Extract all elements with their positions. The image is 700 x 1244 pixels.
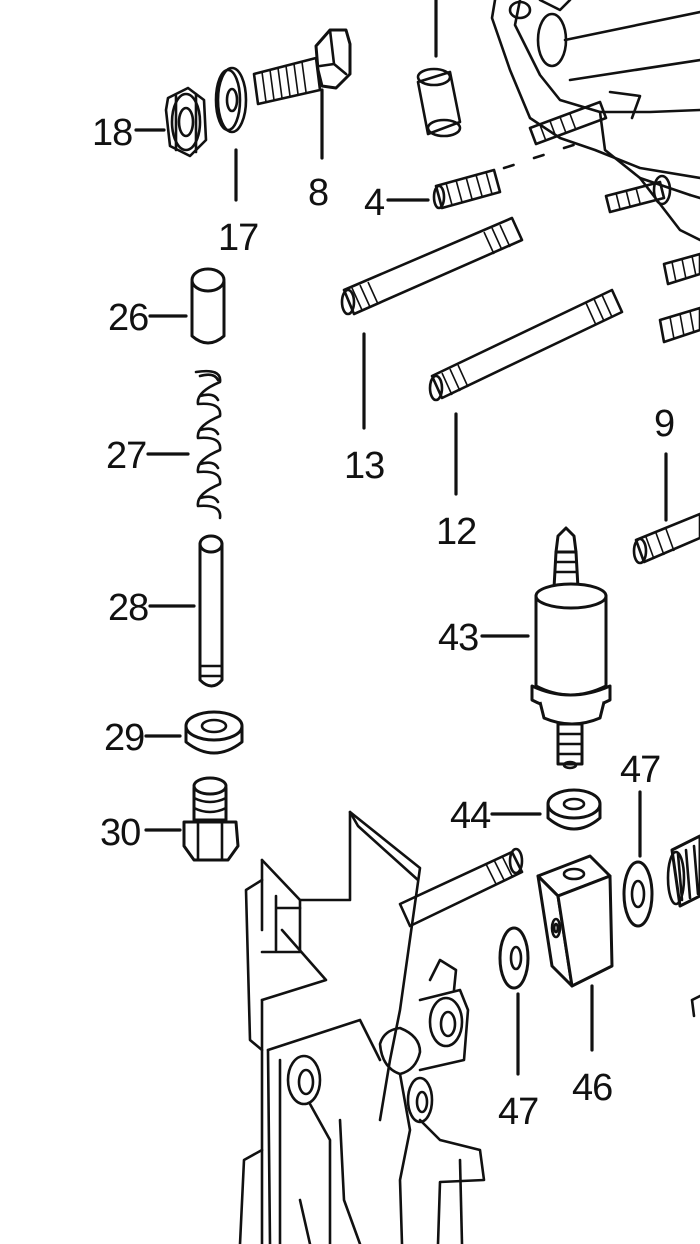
- bracket-stud: [528, 100, 608, 146]
- part-26-cap: [190, 267, 226, 345]
- part-4-stud: [432, 141, 582, 210]
- part-47-washer-lower: [498, 926, 530, 990]
- label-17: 17: [218, 217, 258, 259]
- part-47-washer-right: [622, 860, 654, 928]
- part-29-seal-ring: [184, 710, 244, 755]
- upper-bracket: [490, 0, 700, 344]
- edge-fragment: [690, 994, 700, 1018]
- label-29: 29: [104, 717, 144, 759]
- part-28-pin: [198, 534, 224, 688]
- label-43: 43: [438, 617, 478, 659]
- lower-housing: [238, 810, 486, 1244]
- housing-long-bolt: [398, 847, 524, 928]
- label-44: 44: [450, 795, 491, 837]
- label-28: 28: [108, 587, 148, 629]
- part-27-spring: [194, 369, 222, 520]
- part-44-washer: [546, 788, 602, 831]
- label-18: 18: [92, 112, 132, 154]
- part-46-block: [536, 854, 614, 988]
- part-30-plug: [182, 776, 240, 862]
- label-8: 8: [308, 172, 328, 214]
- right-edge-fitting: [666, 834, 700, 908]
- bracket-stud-right: [658, 252, 700, 344]
- label-4: 4: [364, 182, 385, 224]
- label-9: 9: [654, 403, 674, 445]
- bracket-bolt: [604, 174, 672, 214]
- label-26: 26: [108, 297, 148, 339]
- label-46: 46: [572, 1067, 612, 1109]
- part-12-stud-rod: [428, 288, 624, 402]
- part-13-stud-rod: [340, 216, 524, 316]
- part-17-washer: [214, 66, 248, 134]
- label-47-right: 47: [620, 749, 660, 791]
- part-8-bolt: [252, 28, 352, 106]
- label-12: 12: [436, 511, 476, 553]
- top-sleeve: [416, 0, 462, 138]
- part-43-sensor: [530, 526, 612, 770]
- label-30: 30: [100, 812, 140, 854]
- part-18-nut: [164, 86, 208, 158]
- part-9-stud: [632, 512, 700, 565]
- label-13: 13: [344, 445, 384, 487]
- label-47-lower: 47: [498, 1091, 538, 1133]
- label-27: 27: [106, 435, 146, 477]
